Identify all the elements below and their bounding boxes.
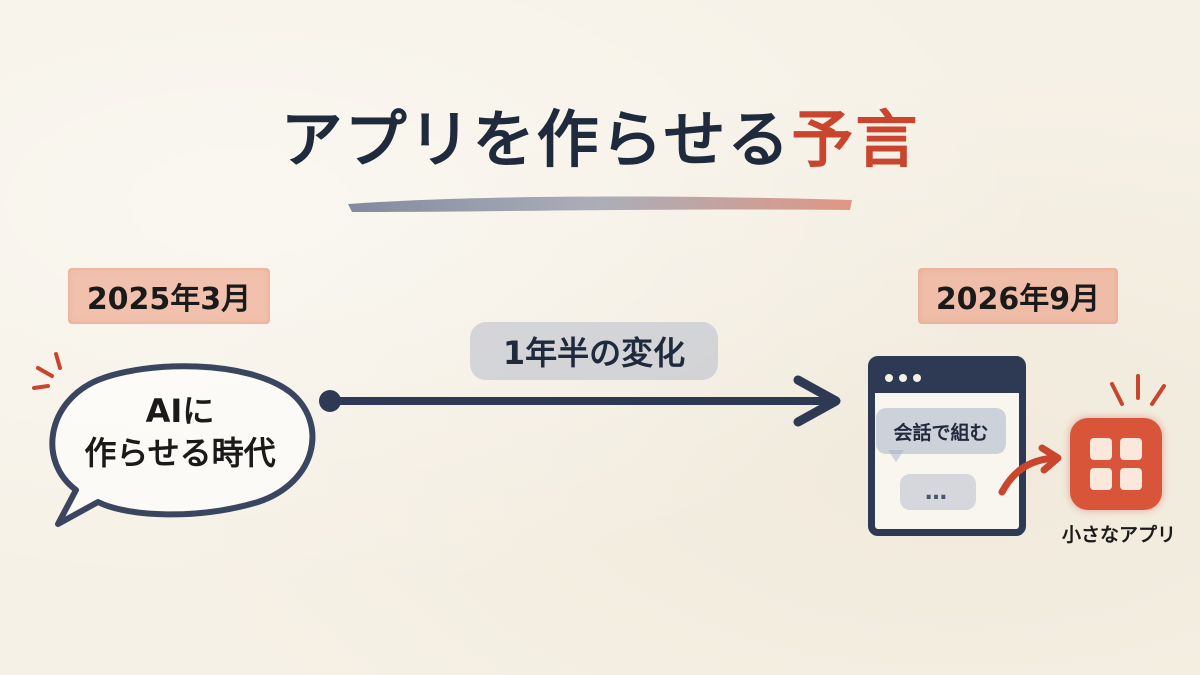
chat-bubble-tail <box>888 450 904 462</box>
timeline-arrow <box>319 375 841 427</box>
bubble-line-1: AIに <box>145 392 215 430</box>
grid-app-icon <box>1070 418 1162 510</box>
app-grid-cell <box>1090 468 1112 490</box>
speech-bubble-text: AIに 作らせる時代 <box>60 390 300 474</box>
title-underline-brush <box>348 196 852 212</box>
app-grid-cell <box>1090 438 1112 460</box>
app-grid-cell <box>1120 468 1142 490</box>
typing-indicator-bubble: … <box>900 474 976 510</box>
page-title: アプリを作らせる予言 <box>0 100 1200 180</box>
transition-label: 1年半の変化 <box>470 322 718 380</box>
app-grid-cell <box>1120 438 1142 460</box>
emphasis-burst-icon <box>32 352 62 390</box>
title-main: アプリを作らせる <box>280 103 792 176</box>
window-dot-icon <box>913 374 921 382</box>
curved-arrow-icon <box>998 444 1062 496</box>
speech-bubble <box>49 363 316 527</box>
start-date-tag: 2025年3月 <box>68 268 270 324</box>
end-date-tag: 2026年9月 <box>918 268 1118 324</box>
bubble-line-2: 作らせる時代 <box>84 434 276 472</box>
window-dot-icon <box>899 374 907 382</box>
app-label: 小さなアプリ <box>1061 524 1176 546</box>
window-title-bar <box>875 363 1019 393</box>
chat-message-bubble: 会話で組む <box>876 408 1006 454</box>
title-accent: 予言 <box>791 103 920 176</box>
window-dot-icon <box>885 374 893 382</box>
sparkle-burst-icon <box>1110 374 1166 406</box>
